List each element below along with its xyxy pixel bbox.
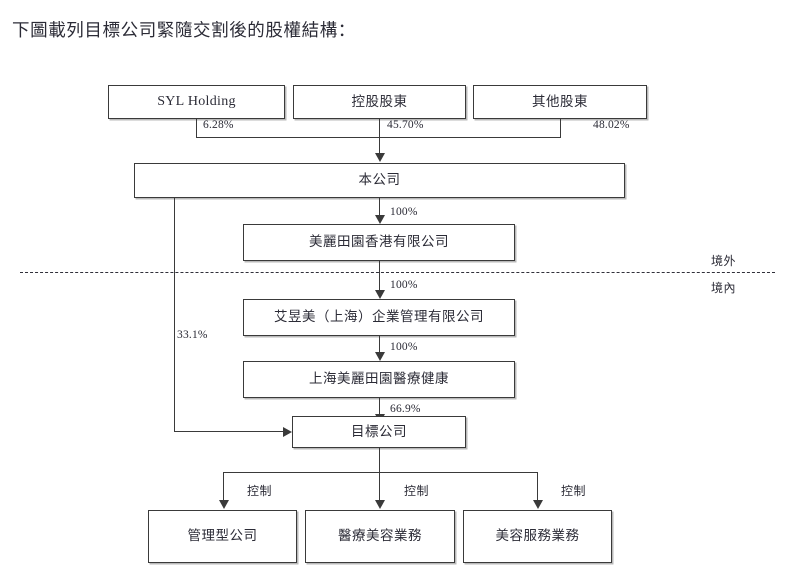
percent-medical-health-to-target: 66.9% xyxy=(390,403,421,415)
node-management-company[interactable]: 管理型公司 xyxy=(148,510,297,563)
node-label: 其他股東 xyxy=(532,93,588,109)
node-shareholder-others[interactable]: 其他股東 xyxy=(473,85,647,119)
node-label: SYL Holding xyxy=(157,93,236,109)
edge-shareholders-collector-bar xyxy=(196,137,561,138)
node-company[interactable]: 本公司 xyxy=(134,163,625,198)
node-label: 艾昱美（上海）企業管理有限公司 xyxy=(274,309,484,325)
edge-subsidiary-branch-bar xyxy=(223,472,538,473)
node-shanghai-meilitianyuan-medical-health[interactable]: 上海美麗田園醫療健康 xyxy=(243,361,515,398)
arrowhead-into-target-left xyxy=(283,427,292,437)
edge-shanghai-mgmt-to-medical-health xyxy=(379,336,380,354)
arrowhead-into-medical-beauty xyxy=(375,500,385,509)
node-shareholder-controlling[interactable]: 控股股東 xyxy=(293,85,466,119)
edge-company-to-target-vertical xyxy=(174,198,175,431)
arrowhead-into-beauty-services xyxy=(533,500,543,509)
edge-controlling-to-bar xyxy=(379,119,380,137)
percent-controlling-shareholder: 45.70% xyxy=(387,119,424,131)
relation-label-management-company: 控制 xyxy=(247,484,273,498)
node-label: 本公司 xyxy=(358,172,401,188)
arrowhead-into-medical-health xyxy=(375,352,385,361)
edge-others-to-bar xyxy=(560,119,561,137)
node-label: 控股股東 xyxy=(351,93,408,109)
percent-shanghai-mgmt-to-medical-health: 100% xyxy=(390,341,418,353)
node-target-company[interactable]: 目標公司 xyxy=(292,416,466,448)
node-meilitianyuan-hk[interactable]: 美麗田園香港有限公司 xyxy=(243,224,515,261)
arrowhead-into-management-company xyxy=(219,500,229,509)
relation-label-beauty-services: 控制 xyxy=(561,484,587,498)
node-medical-beauty-business[interactable]: 醫療美容業務 xyxy=(305,510,455,563)
edge-target-to-branch-bar xyxy=(379,448,380,472)
zone-label-offshore: 境外 xyxy=(711,254,737,268)
offshore-onshore-divider xyxy=(20,272,775,273)
edge-syl-to-bar xyxy=(196,119,197,137)
percent-other-shareholders: 48.02% xyxy=(593,119,630,131)
edge-branch-to-beauty-services xyxy=(537,472,538,502)
node-beauty-services-business[interactable]: 美容服務業務 xyxy=(463,510,612,563)
node-label: 醫療美容業務 xyxy=(338,528,422,544)
arrowhead-into-company xyxy=(375,153,385,162)
relation-label-medical-beauty: 控制 xyxy=(404,484,430,498)
edge-hk-to-shanghai-mgmt xyxy=(379,261,380,292)
edge-company-to-target-horizontal xyxy=(174,431,284,432)
edge-company-to-hk xyxy=(379,198,380,217)
node-shareholder-syl-holding[interactable]: SYL Holding xyxy=(108,85,285,119)
node-aiyumei-shanghai-management[interactable]: 艾昱美（上海）企業管理有限公司 xyxy=(243,299,515,336)
zone-label-onshore: 境內 xyxy=(711,281,737,295)
node-label: 美容服務業務 xyxy=(495,528,580,544)
arrowhead-into-hk xyxy=(375,215,385,224)
node-label: 美麗田園香港有限公司 xyxy=(309,234,449,250)
percent-company-to-hk: 100% xyxy=(390,206,418,218)
node-label: 目標公司 xyxy=(351,423,407,439)
page-title: 下圖載列目標公司緊隨交割後的股權結構： xyxy=(12,20,356,40)
edge-medical-health-to-target xyxy=(379,398,380,416)
percent-company-to-target: 33.1% xyxy=(177,329,208,341)
edge-branch-to-medical-beauty xyxy=(379,472,380,502)
arrowhead-into-shanghai-mgmt xyxy=(375,290,385,299)
edge-branch-to-management-company xyxy=(223,472,224,502)
node-label: 管理型公司 xyxy=(187,528,258,544)
edge-bar-to-company xyxy=(379,137,380,155)
percent-syl-holding: 6.28% xyxy=(203,119,234,131)
node-label: 上海美麗田園醫療健康 xyxy=(309,371,449,387)
percent-hk-to-shanghai-mgmt: 100% xyxy=(390,279,418,291)
